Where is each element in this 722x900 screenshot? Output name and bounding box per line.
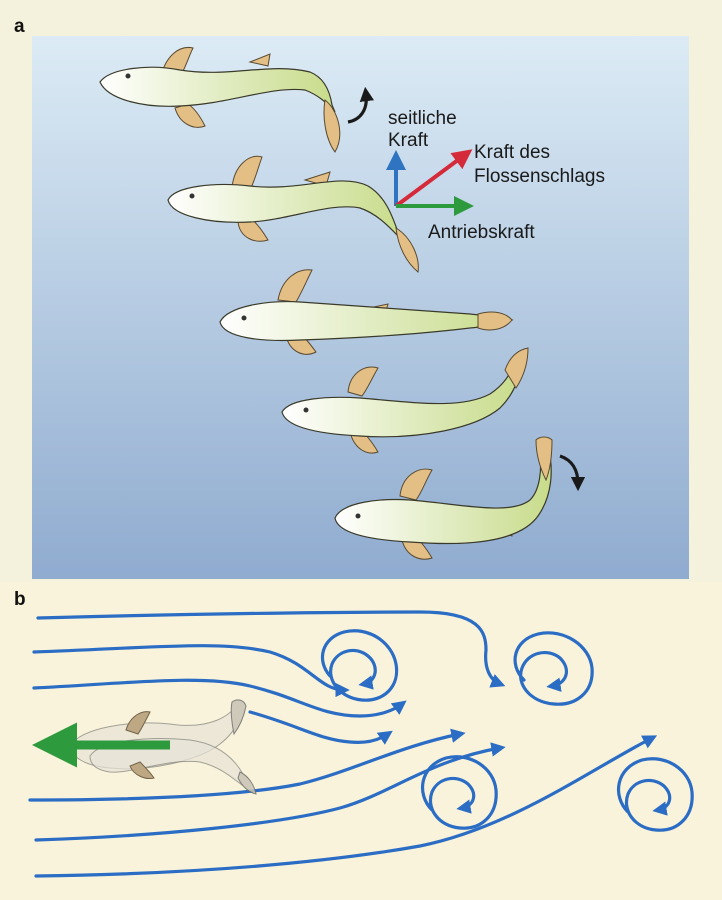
tail-motion-arrow-up xyxy=(347,86,375,124)
fish-4-pectoral-fin xyxy=(347,366,379,397)
vortices xyxy=(320,629,694,832)
fish-3-eye xyxy=(241,315,247,321)
fish-4-eye xyxy=(303,407,309,413)
fin-force-arrow xyxy=(394,149,473,208)
fish-5 xyxy=(334,436,553,560)
fish-3 xyxy=(219,269,514,355)
fish-1-dorsal-fin xyxy=(248,53,271,67)
fish-2-eye xyxy=(189,193,195,199)
fish-1-tail xyxy=(323,99,341,153)
fish-4 xyxy=(281,347,529,454)
fish-1-pelvic-fin xyxy=(174,103,206,128)
swimming-fish-fin-top xyxy=(125,711,151,735)
fish-3-tail xyxy=(477,311,513,331)
fish-5-pectoral-fin xyxy=(399,468,433,501)
label-propulsion-force: Antriebskraft xyxy=(428,222,535,243)
panel-b-letter: b xyxy=(14,589,26,610)
label-fin-force-line2: Flossenschlags xyxy=(474,166,605,187)
fish-5-eye xyxy=(355,513,361,519)
fish-5-tail xyxy=(535,436,553,482)
vortex-1 xyxy=(320,629,399,702)
swimming-fish xyxy=(69,699,257,795)
vortex-3 xyxy=(421,755,498,830)
label-lateral-force-line1: seitliche xyxy=(388,108,457,129)
fish-1-eye xyxy=(125,73,131,79)
streamline-3 xyxy=(32,678,407,718)
swimming-fish-tail-lower xyxy=(237,771,257,795)
vortex-2 xyxy=(513,631,594,706)
fish-2-tail xyxy=(395,227,419,273)
vortex-4 xyxy=(617,757,694,832)
streamline-4 xyxy=(248,710,393,745)
label-fin-force-line1: Kraft des xyxy=(474,142,550,163)
swimming-fish-fin-bottom xyxy=(129,761,155,779)
swimming-fish-tail xyxy=(230,699,247,736)
fish-1-body xyxy=(99,66,336,113)
streamline-1 xyxy=(36,610,506,688)
swimming-fish-ghost-2 xyxy=(89,738,251,791)
streamline-5 xyxy=(28,728,466,802)
fish-2-pectoral-fin xyxy=(231,155,263,191)
label-lateral-force-line2: Kraft xyxy=(388,130,429,151)
fish-1 xyxy=(99,46,341,153)
fish-4-tail xyxy=(504,347,529,389)
streamline-2 xyxy=(32,644,350,698)
streamline-6 xyxy=(34,742,506,842)
fish-2 xyxy=(167,155,419,273)
panel-a-letter: a xyxy=(14,16,25,37)
fish-3-pectoral-fin xyxy=(277,269,313,303)
wake-streamlines xyxy=(28,610,658,878)
tail-motion-arrow-down xyxy=(559,454,586,492)
streamline-7 xyxy=(34,735,658,878)
